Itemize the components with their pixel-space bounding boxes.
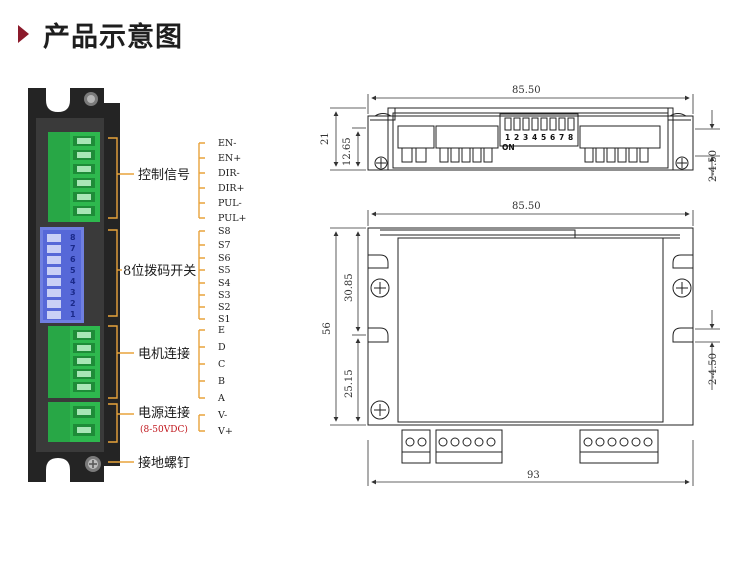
- top-hole-dim: 2-4.50: [708, 150, 719, 182]
- signal-label: S7: [218, 240, 231, 251]
- dip-number: 1: [70, 310, 76, 319]
- dip-number: 8: [70, 233, 76, 242]
- signal-label: DIR-: [218, 168, 240, 179]
- signal-label: DIR+: [218, 183, 244, 194]
- signal-label: PUL-: [218, 198, 242, 209]
- signal-label: C: [218, 359, 225, 370]
- front-width-top-dim: 85.50: [512, 201, 541, 212]
- dip-number: 1: [505, 133, 510, 142]
- top-height-dim: 21: [320, 132, 331, 145]
- dip-number: 5: [541, 133, 546, 142]
- label-dip-switch: 8位拨码开关: [123, 264, 196, 279]
- chevron-right-icon: [18, 25, 29, 43]
- signal-label: A: [217, 393, 225, 404]
- dip-number: 3: [523, 133, 528, 142]
- front-view-drawing: [367, 227, 694, 464]
- dip-number: 2: [514, 133, 519, 142]
- signal-label: S2: [218, 302, 231, 313]
- dip-on-label: ON: [502, 143, 515, 152]
- front-lower-dim: 25.15: [344, 369, 355, 398]
- dip-number: 4: [70, 277, 76, 286]
- group-brackets: [108, 137, 205, 463]
- front-hole-dim: 2-4.50: [708, 353, 719, 385]
- front-height-dim: 56: [322, 322, 333, 335]
- signal-label: B: [218, 376, 225, 387]
- top-inner-dim: 12.65: [342, 137, 353, 166]
- dip-number: 6: [550, 133, 555, 142]
- page-header: 产品示意图: [18, 14, 183, 54]
- top-view-dimensions: [330, 94, 720, 180]
- dip-number: 2: [70, 299, 76, 308]
- dip-number: 3: [70, 288, 76, 297]
- signal-label: S6: [218, 253, 231, 264]
- signal-label: S5: [218, 265, 231, 276]
- signal-label: PUL+: [218, 213, 247, 224]
- signal-label: S1: [218, 314, 231, 325]
- dip-number: 6: [70, 255, 76, 264]
- signal-label: V+: [217, 426, 233, 437]
- front-upper-dim: 30.85: [344, 273, 355, 302]
- label-power: 电源连接: [138, 405, 190, 421]
- dip-number: 5: [70, 266, 76, 275]
- signal-label: D: [218, 342, 226, 353]
- dip-number: 7: [70, 244, 76, 253]
- signal-label: E: [218, 325, 225, 336]
- page-title: 产品示意图: [43, 21, 183, 53]
- signal-label: EN-: [218, 138, 236, 149]
- dip-number: 8: [568, 133, 573, 142]
- dip-number: 7: [559, 133, 564, 142]
- label-control-signal: 控制信号: [138, 168, 190, 183]
- signal-label: S3: [218, 290, 231, 301]
- top-width-dim: 85.50: [512, 85, 541, 96]
- label-power-range: (8-50VDC): [140, 424, 188, 435]
- front-view-dimensions: [330, 210, 720, 486]
- signal-label: S8: [218, 226, 231, 237]
- signal-label: EN+: [218, 153, 241, 164]
- top-view-drawing: [367, 107, 694, 171]
- front-width-bottom-dim: 93: [527, 470, 540, 481]
- driver-side-view: 8 7 6 5 4 3 2 1: [28, 88, 120, 482]
- dip-number: 4: [532, 133, 537, 142]
- signal-label: V-: [217, 410, 227, 421]
- label-ground-screw: 接地螺钉: [138, 455, 190, 471]
- signal-label: S4: [218, 278, 231, 289]
- label-motor: 电机连接: [138, 346, 190, 362]
